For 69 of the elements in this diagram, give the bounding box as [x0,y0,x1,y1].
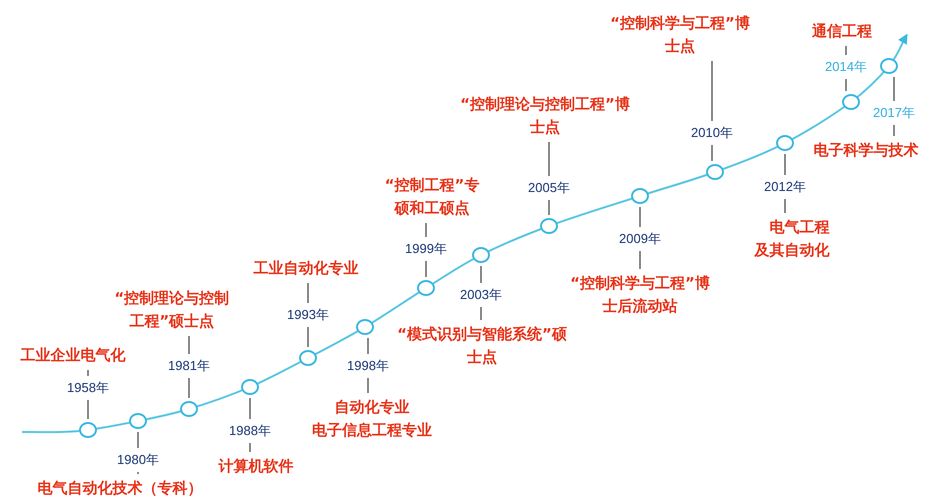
milestone-label: “控制科学与工程”博士点 [605,12,755,58]
milestone-label: 工业自动化专业 [254,257,358,280]
milestone-label: 工业企业电气化 [20,344,126,367]
year-label: 1981年 [159,357,219,375]
leader-line [639,251,641,269]
leader-line [367,378,369,393]
leader-line [425,223,427,237]
year-label: 1958年 [58,379,118,397]
milestone-circle [129,413,147,429]
leader-line [367,338,369,354]
milestone-circle [472,247,490,263]
leader-line [548,200,550,215]
year-label: 2010年 [682,124,742,142]
leader-line [249,443,251,452]
leader-line [87,400,89,419]
leader-line [425,261,427,277]
milestone-label: 电子科学与技术 [814,139,918,162]
milestone-label: 电气工程及其自动化 [753,216,831,262]
milestone-circle [356,319,374,335]
milestone-label: 电子信息工程专业 [312,420,432,441]
milestone-label: 电气自动化技术（专科） [38,477,202,500]
leader-line [711,145,713,161]
year-label: 1993年 [278,306,338,324]
milestone-label: “控制理论与控制工程”硕士点 [110,287,234,333]
leader-line [845,46,847,55]
leader-line [639,207,641,227]
milestone-circle [631,188,649,204]
milestone-circle [417,280,435,296]
milestone-circle [180,401,198,417]
leader-line [893,77,895,101]
leader-line [711,61,713,121]
year-label: 1980年 [108,451,168,469]
leader-line [845,79,847,91]
leader-line [893,125,895,136]
milestone-label: “控制工程”专硕和工硕点 [380,174,484,220]
leader-line [87,370,89,376]
milestone-circle [706,164,724,180]
leader-line [784,199,786,213]
leader-line [480,307,482,320]
milestone-circle [299,350,317,366]
milestone-label: “控制理论与控制工程”博士点 [455,93,635,139]
milestone-circle [241,379,259,395]
milestone-label: 通信工程 [812,20,872,43]
year-label: 2017年 [864,104,924,122]
year-label: 2012年 [755,178,815,196]
milestone-circle [880,58,898,74]
leader-line [784,154,786,175]
milestone-label: 计算机软件 [218,455,294,478]
leader-line [480,266,482,283]
leader-line [188,336,190,354]
leader-line [188,378,190,398]
milestone-label: 自动化专业 [334,397,410,418]
year-label: 1999年 [396,240,456,258]
leader-line [137,472,139,474]
year-label: 2003年 [451,286,511,304]
year-label: 2009年 [610,230,670,248]
leader-line [548,142,550,176]
leader-line [307,283,309,303]
milestone-circle [776,135,794,151]
year-label: 2014年 [816,58,876,76]
leader-line [307,327,309,347]
milestone-circle [79,422,97,438]
milestone-circle [540,218,558,234]
milestone-label: “控制科学与工程”博士后流动站 [565,272,715,318]
year-label: 2005年 [519,179,579,197]
leader-line [249,398,251,419]
year-label: 1988年 [220,422,280,440]
milestone-circle [842,94,860,110]
leader-line [137,432,139,448]
